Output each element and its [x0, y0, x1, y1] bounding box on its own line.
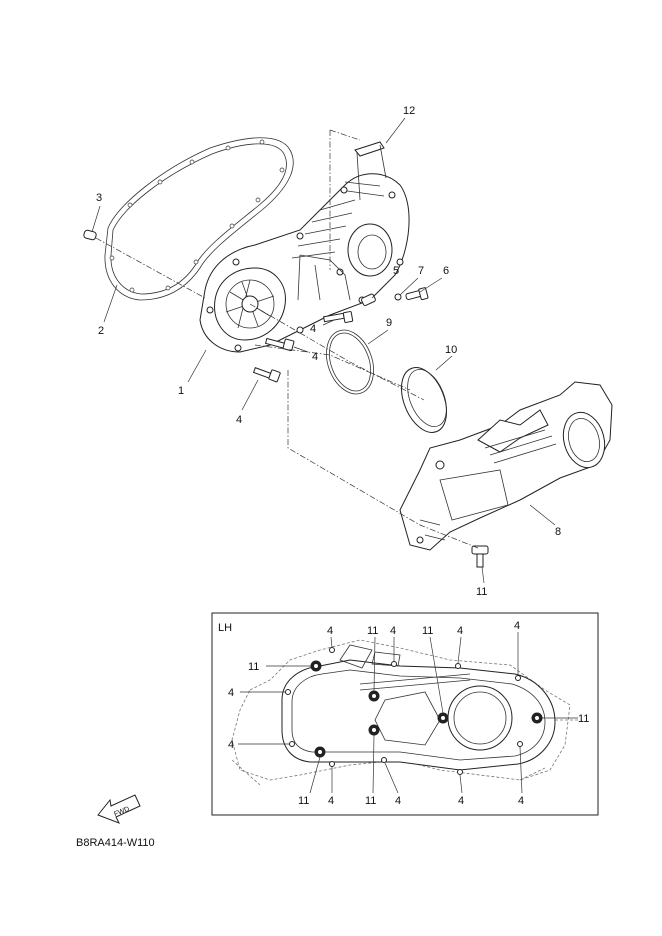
callout-12: 12 [403, 105, 415, 117]
inset-callout-4: 4 [518, 795, 524, 807]
bolt-4-a [323, 311, 354, 323]
callout-10: 10 [445, 344, 457, 356]
inset-callout-4: 4 [457, 625, 463, 637]
dowel-pin [83, 229, 97, 241]
assembly-lines [95, 129, 479, 549]
callouts: 3 2 1 4 4 4 5 7 6 9 10 8 11 12 [96, 105, 561, 598]
inset-label: LH [218, 622, 232, 634]
inset-callout-11: 11 [367, 625, 378, 637]
inset-callout-11: 11 [298, 795, 309, 807]
callout-7: 7 [418, 265, 424, 277]
outer-cover-8 [399, 381, 613, 551]
leader-lines [91, 117, 556, 584]
inset-callout-11: 11 [422, 625, 433, 637]
inset-callout-4: 4 [327, 625, 333, 637]
o-ring-9 [326, 329, 374, 395]
callout-4: 4 [310, 323, 316, 335]
callout-3: 3 [96, 192, 102, 204]
inset-callout-4: 4 [228, 687, 234, 699]
callout-6: 6 [443, 265, 449, 277]
callout-5: 5 [393, 265, 399, 277]
bracket-12 [354, 141, 387, 201]
inset-callout-4: 4 [458, 795, 464, 807]
inset-callout-11: 11 [578, 713, 589, 725]
fwd-arrow-icon: FWD [97, 794, 141, 824]
collar-7 [394, 293, 402, 301]
callout-2: 2 [98, 325, 104, 337]
callout-1: 1 [178, 385, 184, 397]
bolt-4-c [252, 367, 281, 383]
inset-callout-4: 4 [514, 620, 520, 632]
inset-callout-4: 4 [395, 795, 401, 807]
inset-lh-view: LH [211, 612, 599, 816]
bolt-4-b [264, 337, 295, 352]
callout-4: 4 [236, 414, 242, 426]
inset-callout-4: 4 [328, 795, 334, 807]
callout-9: 9 [386, 317, 392, 329]
gasket [104, 137, 294, 301]
callout-11: 11 [476, 586, 487, 598]
inset-callout-11: 11 [365, 795, 376, 807]
inset-callout-4: 4 [390, 625, 396, 637]
bush-5 [361, 293, 376, 307]
callout-4: 4 [312, 351, 318, 363]
crankcase-cover-1 [199, 173, 410, 353]
inset-callout-11: 11 [248, 661, 259, 673]
bolt-6 [405, 287, 429, 301]
inset-callout-4: 4 [228, 739, 234, 751]
bolt-11 [471, 545, 489, 568]
callout-8: 8 [555, 526, 561, 538]
diagram-code: B8RA414-W110 [76, 837, 155, 849]
